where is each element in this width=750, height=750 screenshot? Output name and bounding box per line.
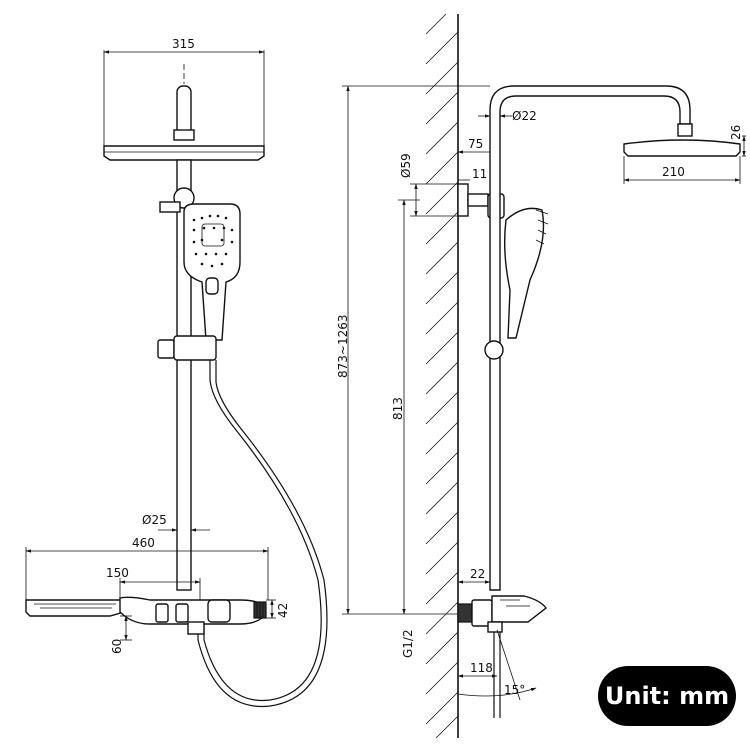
dim-plate-gap: 11	[472, 167, 487, 181]
dim-head-width: 210	[662, 165, 685, 179]
dim-thread: G1/2	[401, 629, 415, 658]
dim-valve-height: 813	[391, 397, 405, 420]
unit-badge: Unit: mm	[598, 666, 736, 726]
side-view: 873~1263 813 Ø59 11 75 Ø22 26	[336, 13, 746, 739]
dim-spout-angle: 15°	[504, 683, 525, 697]
dim-adjust-height: 873~1263	[336, 315, 350, 379]
dim-shelf-offset: 150	[106, 566, 129, 580]
mixer-valve-front	[25, 596, 267, 635]
front-view: 315	[25, 37, 328, 708]
dim-shelf-width: 460	[132, 536, 155, 550]
dim-top-width: 315	[172, 37, 195, 51]
hand-shower-front	[183, 203, 241, 341]
dim-left-pipe-dia: Ø25	[142, 513, 167, 527]
dim-body-drop: 60	[110, 639, 124, 654]
dim-wall-plate-dia: Ø59	[399, 153, 413, 178]
dim-head-height: 26	[729, 125, 743, 140]
mixer-valve-side	[457, 595, 547, 633]
dim-arm-dia: Ø22	[512, 109, 537, 123]
dim-wall-offset: 75	[468, 137, 483, 151]
dim-spout-reach: 118	[470, 661, 493, 675]
dim-body-height: 42	[276, 603, 290, 618]
dim-spout-gap: 22	[470, 567, 485, 581]
